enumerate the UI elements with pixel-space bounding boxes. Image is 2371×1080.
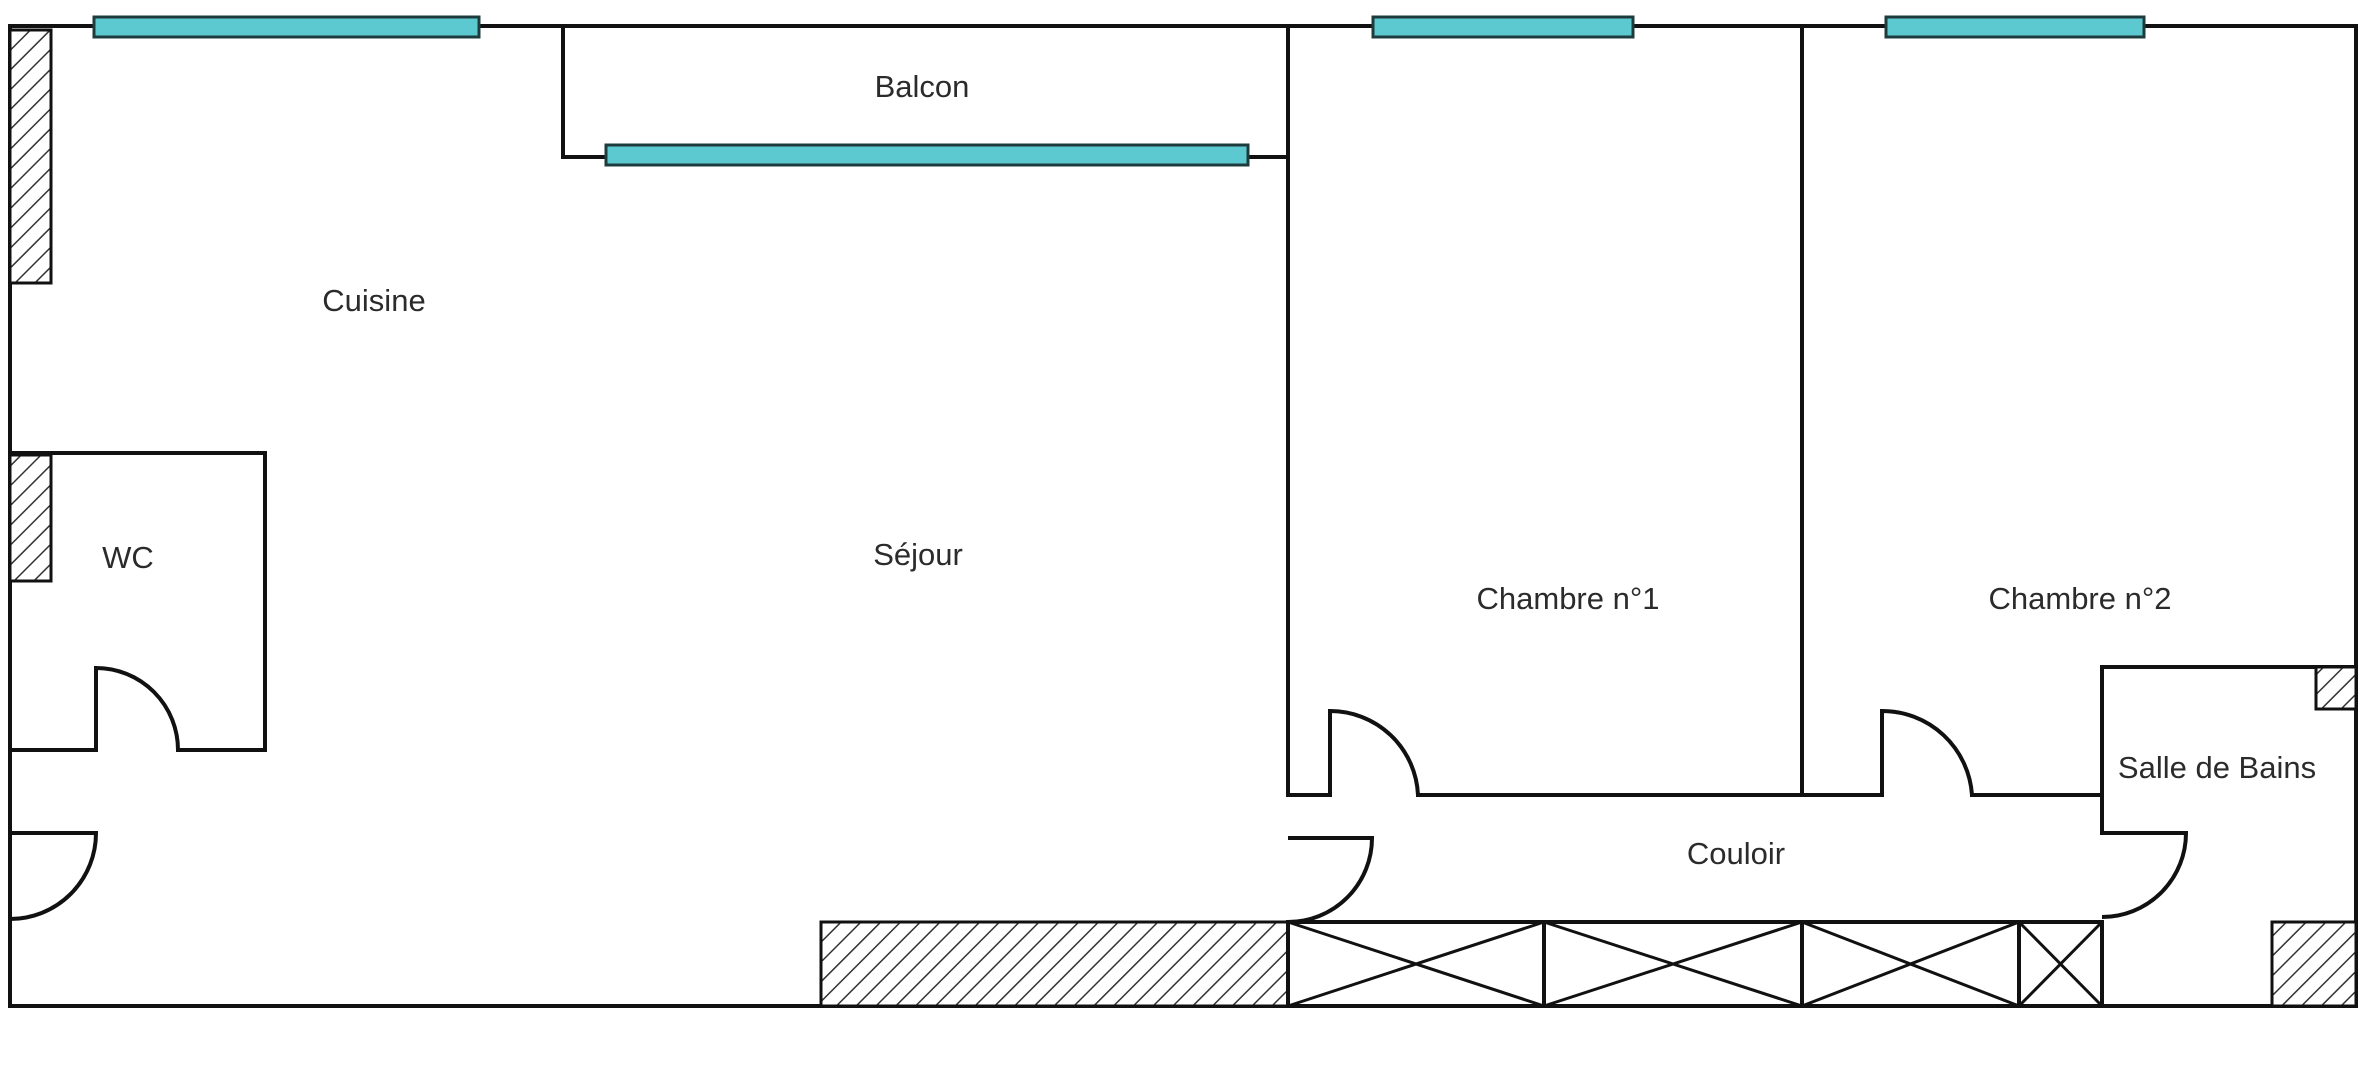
label-balcon: Balcon — [875, 69, 970, 104]
room-labels: Balcon Cuisine WC Séjour Chambre n°1 Cha… — [102, 69, 2316, 871]
hatched-blocks — [8, 28, 2358, 1008]
door-sejour — [1287, 836, 1375, 924]
hatch-bathroom-small — [2314, 665, 2358, 711]
door-entrance — [9, 831, 99, 921]
label-sejour: Séjour — [873, 537, 963, 572]
label-couloir: Couloir — [1687, 836, 1785, 871]
window-chambre-1 — [1371, 15, 1635, 39]
hatch-wc — [8, 453, 53, 583]
doors — [9, 665, 2189, 924]
window-kitchen — [92, 15, 481, 39]
label-chambre-2: Chambre n°2 — [1989, 581, 2172, 616]
door-chambre-1 — [1328, 708, 1420, 796]
window-chambre-2 — [1884, 15, 2146, 39]
hatch-kitchen — [8, 28, 53, 285]
hatch-sejour-bottom — [819, 920, 1290, 1008]
door-wc — [94, 665, 180, 751]
label-wc: WC — [102, 540, 154, 575]
closets — [1286, 920, 2104, 1008]
door-chambre-2 — [1880, 708, 1974, 796]
label-salle-de-bains: Salle de Bains — [2118, 750, 2316, 785]
hatch-bathroom-bottom — [2270, 920, 2358, 1008]
window-balcony — [604, 143, 1250, 167]
label-chambre-1: Chambre n°1 — [1477, 581, 1660, 616]
outer-walls — [8, 24, 2358, 1008]
door-bathroom — [2101, 831, 2189, 919]
windows — [92, 15, 2146, 167]
label-cuisine: Cuisine — [322, 283, 425, 318]
